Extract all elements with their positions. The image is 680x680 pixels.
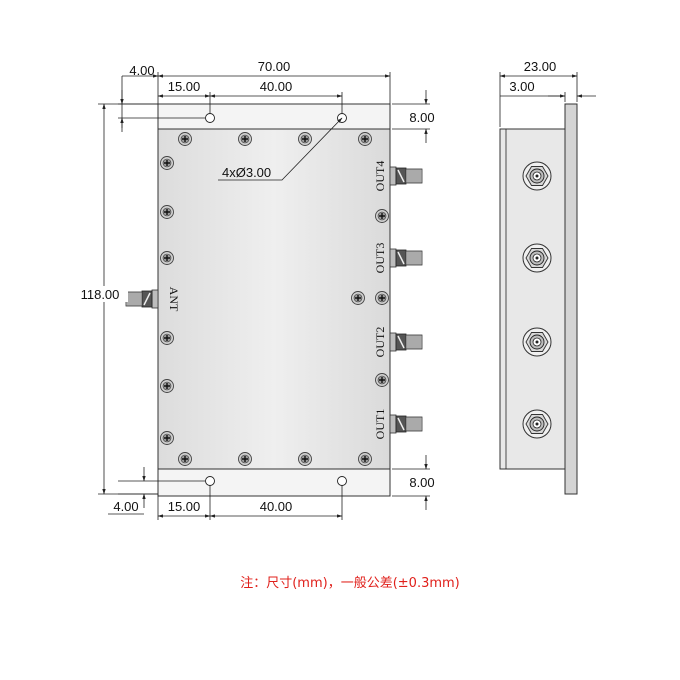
side-view	[499, 103, 578, 495]
side-connector	[522, 243, 552, 273]
dim-flange-top: 8.00	[409, 110, 434, 125]
out1-label: OUT1	[373, 409, 387, 440]
dim-hole-x-top: 15.00	[168, 79, 201, 94]
front-dimensions: 70.00 4.00 15.00 40.00 4xØ3.00 8.00 118.…	[72, 59, 435, 520]
tolerance-note: 注：尺寸(mm)，一般公差(±0.3mm)	[240, 575, 460, 591]
out3-connector	[389, 248, 423, 268]
side-dimensions: 23.00 3.00	[499, 59, 596, 127]
side-connector	[522, 409, 552, 439]
dim-width: 70.00	[258, 59, 291, 74]
dim-hole-edge-bottom: 4.00	[113, 499, 138, 514]
out1-connector	[389, 414, 423, 434]
dim-hole-spacing-bottom: 40.00	[260, 499, 293, 514]
dim-side-flange: 3.00	[509, 79, 534, 94]
top-flange	[157, 103, 391, 130]
side-flange	[564, 103, 578, 495]
dim-side-depth: 23.00	[524, 59, 557, 74]
out4-label: OUT4	[373, 161, 387, 192]
side-connector	[522, 327, 552, 357]
dim-hole-edge-top: 4.00	[129, 63, 154, 78]
out4-connector	[389, 166, 423, 186]
dim-hole-spacing-top: 40.00	[260, 79, 293, 94]
out2-label: OUT2	[373, 327, 387, 358]
bottom-flange	[157, 468, 391, 497]
out2-connector	[389, 332, 423, 352]
ant-connector	[125, 289, 159, 309]
dim-hole-x-bottom: 15.00	[168, 499, 201, 514]
dim-hole-spec: 4xØ3.00	[222, 165, 271, 180]
mount-hole	[205, 476, 215, 486]
ant-label: ANT	[167, 287, 181, 312]
dim-height: 118.00	[81, 287, 120, 302]
mount-hole	[205, 113, 215, 123]
dim-flange-bottom: 8.00	[409, 475, 434, 490]
front-view: ANT OUT4 OUT3 OUT2 OUT1	[125, 103, 423, 497]
out3-label: OUT3	[373, 243, 387, 274]
mount-hole	[337, 476, 347, 486]
side-connector	[522, 161, 552, 191]
